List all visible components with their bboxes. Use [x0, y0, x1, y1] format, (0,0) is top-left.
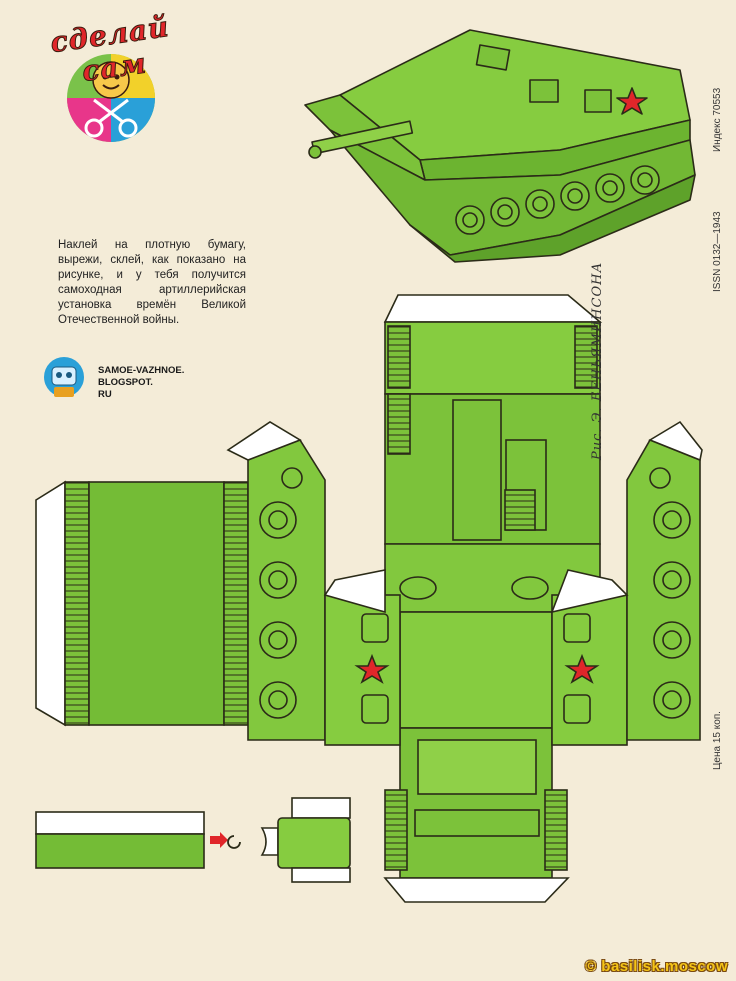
cutout-left-side — [35, 421, 401, 746]
blog-badge[interactable]: SAMOE-VAZHNOE. BLOGSPOT. RU — [38, 355, 208, 401]
index-code: Индекс 70553 — [712, 87, 723, 152]
assembled-tank-illustration — [304, 29, 696, 263]
robot-icon — [44, 357, 84, 397]
issn-code: ISSN 0132—1943 — [712, 211, 723, 292]
blog-line-2: BLOGSPOT. — [98, 377, 153, 388]
watermark: © basilisk.moscow — [585, 958, 728, 975]
description-text: Наклей на плотную бумагу, вырежи, склей,… — [58, 239, 246, 326]
illustrator-credit: Рис. Э. БЕНЬЯМИНСОНА — [590, 261, 605, 460]
cutout-center-hull — [383, 294, 603, 903]
logo: сделай сам — [36, 9, 186, 148]
blog-line-1: SAMOE-VAZHNOE. — [98, 365, 185, 376]
cutout-right-side — [550, 420, 703, 746]
logo-emblem — [67, 54, 155, 142]
price-label: Цена 15 коп. — [712, 711, 723, 770]
blog-line-3: RU — [98, 389, 112, 400]
cutout-strips — [35, 797, 351, 883]
blog-link[interactable]: SAMOE-VAZHNOE. BLOGSPOT. RU — [98, 365, 184, 401]
